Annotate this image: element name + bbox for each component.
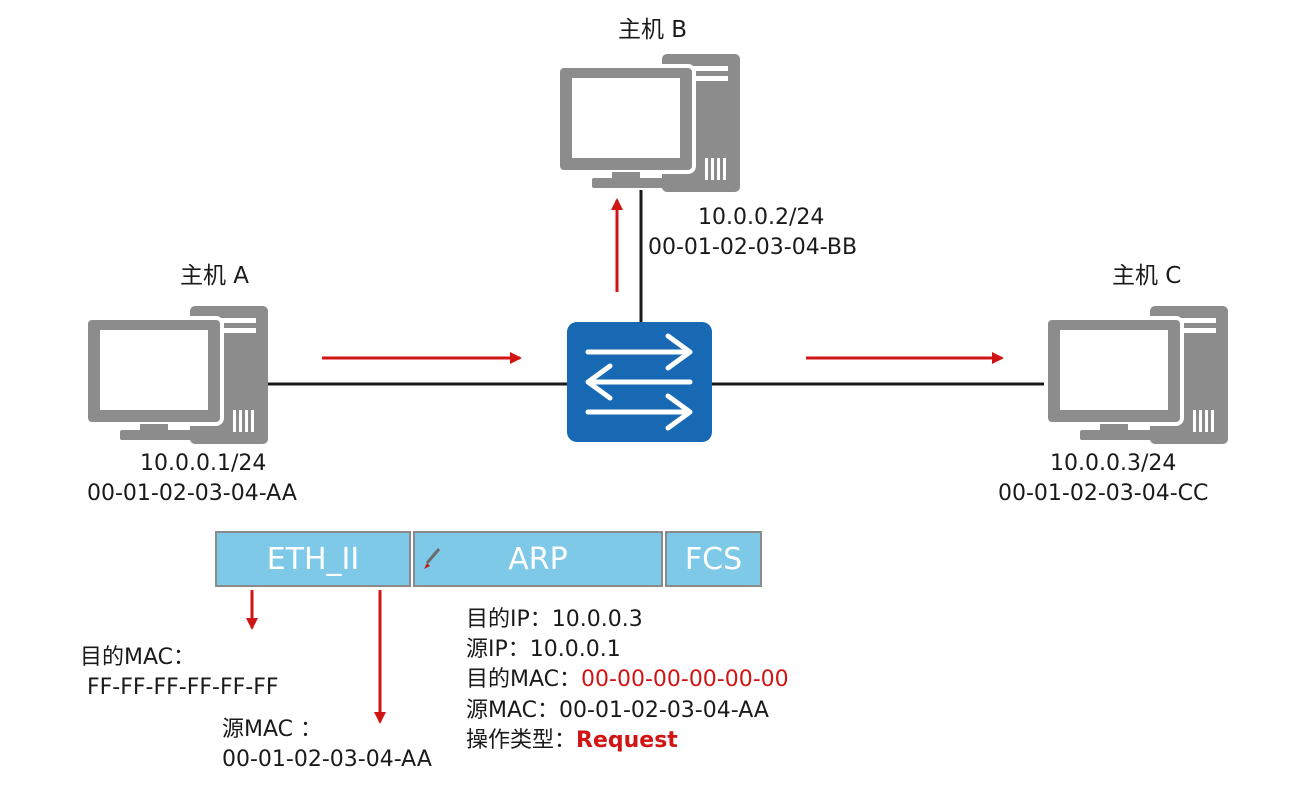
eth-dst-mac-value: FF-FF-FF-FF-FF-FF — [87, 675, 279, 700]
eth-dst-mac-label: 目的MAC： — [80, 645, 196, 670]
pencil-icon — [424, 548, 441, 569]
host-a-mac: 00-01-02-03-04-AA — [87, 481, 297, 506]
eth-src-mac-value: 00-01-02-03-04-AA — [222, 747, 432, 772]
arp-dst-mac: 目的MAC：00-00-00-00-00-00 — [466, 666, 789, 694]
arp-src-ip: 源IP：10.0.0.1 — [466, 636, 621, 664]
host-b-computer-icon — [556, 52, 742, 194]
frame-segment-arp-label: ARP — [508, 541, 568, 577]
host-a-computer-icon — [84, 304, 270, 446]
switch-icon — [567, 322, 712, 442]
arp-dst-ip: 目的IP：10.0.0.3 — [466, 606, 643, 634]
frame-segment-fcs: FCS — [665, 531, 762, 587]
host-c-title: 主机 C — [1112, 263, 1182, 289]
host-a-title: 主机 A — [180, 263, 250, 289]
host-c-mac: 00-01-02-03-04-CC — [998, 481, 1209, 506]
host-c-ip: 10.0.0.3/24 — [1050, 451, 1177, 476]
host-c-computer-icon — [1044, 304, 1230, 446]
arp-op-label: 操作类型： — [466, 728, 577, 753]
host-a-ip: 10.0.0.1/24 — [140, 451, 267, 476]
frame-segment-eth: ETH_II — [215, 531, 411, 587]
arp-op-value: Request — [576, 728, 678, 753]
arp-dst-mac-value: 00-00-00-00-00-00 — [581, 667, 789, 692]
arp-dst-ip-value: 10.0.0.3 — [551, 607, 643, 632]
frame-segment-eth-label: ETH_II — [266, 541, 360, 577]
eth-src-mac-label: 源MAC ： — [222, 717, 322, 742]
arp-src-ip-value: 10.0.0.1 — [529, 637, 621, 662]
arp-dst-mac-label: 目的MAC： — [466, 667, 582, 692]
host-b-ip: 10.0.0.2/24 — [698, 205, 825, 230]
frame-segment-arp: ARP — [413, 531, 663, 587]
host-b-title: 主机 B — [618, 17, 688, 43]
arp-src-mac-label: 源MAC： — [466, 698, 560, 723]
arp-op: 操作类型：Request — [466, 727, 678, 755]
arp-src-ip-label: 源IP： — [466, 637, 530, 662]
arp-dst-ip-label: 目的IP： — [466, 607, 552, 632]
arp-src-mac: 源MAC：00-01-02-03-04-AA — [466, 697, 769, 725]
host-b-mac: 00-01-02-03-04-BB — [648, 235, 858, 260]
arp-src-mac-value: 00-01-02-03-04-AA — [559, 698, 769, 723]
frame-segment-fcs-label: FCS — [684, 541, 743, 577]
